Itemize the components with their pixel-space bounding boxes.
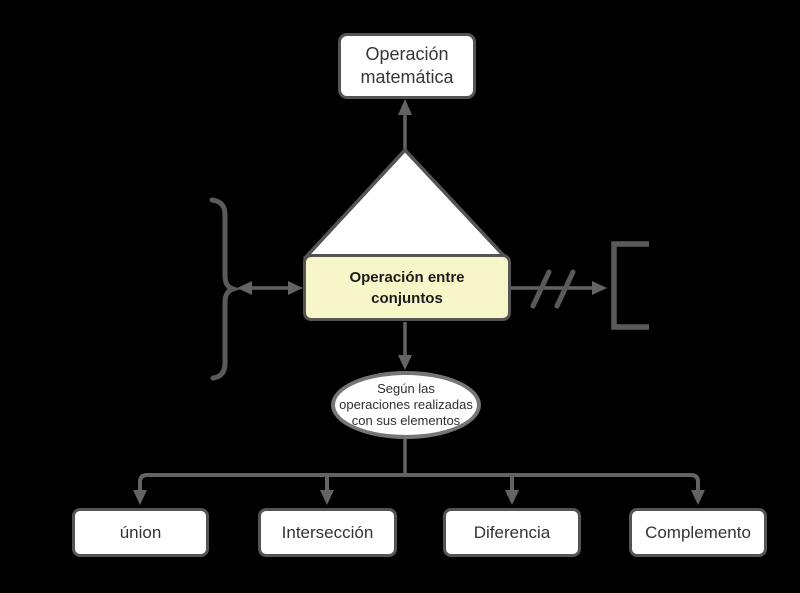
arrow-to-ellipse (398, 322, 412, 370)
arrowhead-union (133, 490, 147, 505)
node-union-label: únion (119, 522, 162, 542)
node-union: únion (72, 508, 209, 557)
arrowhead-diferencia (505, 490, 519, 505)
node-diferencia: Diferencia (443, 508, 581, 557)
node-operacion-matematica-label: Operación matemática (360, 43, 454, 87)
node-complemento: Complemento (629, 508, 767, 557)
arrowhead-interseccion (320, 490, 334, 505)
node-complemento-label: Complemento (645, 522, 751, 542)
node-interseccion: Intersección (258, 508, 397, 557)
left-curly-brace (209, 197, 241, 381)
node-operacion-matematica: Operación matemática (338, 33, 476, 99)
node-segun-las-operaciones: Según las operaciones realizadas con sus… (331, 371, 481, 439)
tree-connector (133, 473, 705, 505)
right-square-bracket (611, 241, 649, 330)
node-interseccion-label: Intersección (281, 522, 374, 542)
arrowhead-complemento (691, 490, 705, 505)
node-segun-las-operaciones-label: Según las operaciones realizadas con sus… (339, 381, 473, 428)
node-diferencia-label: Diferencia (473, 522, 551, 542)
node-operacion-entre-conjuntos: Operación entre conjuntos (303, 254, 511, 321)
double-arrow (237, 281, 303, 295)
break-mark-slash-2 (554, 269, 576, 309)
break-mark-slash-1 (530, 269, 552, 309)
triangle-shape (303, 148, 508, 260)
arrow-to-operacion-matematica (398, 99, 412, 152)
node-operacion-entre-conjuntos-label: Operación entre conjuntos (349, 268, 465, 307)
broken-arrow (511, 269, 607, 309)
